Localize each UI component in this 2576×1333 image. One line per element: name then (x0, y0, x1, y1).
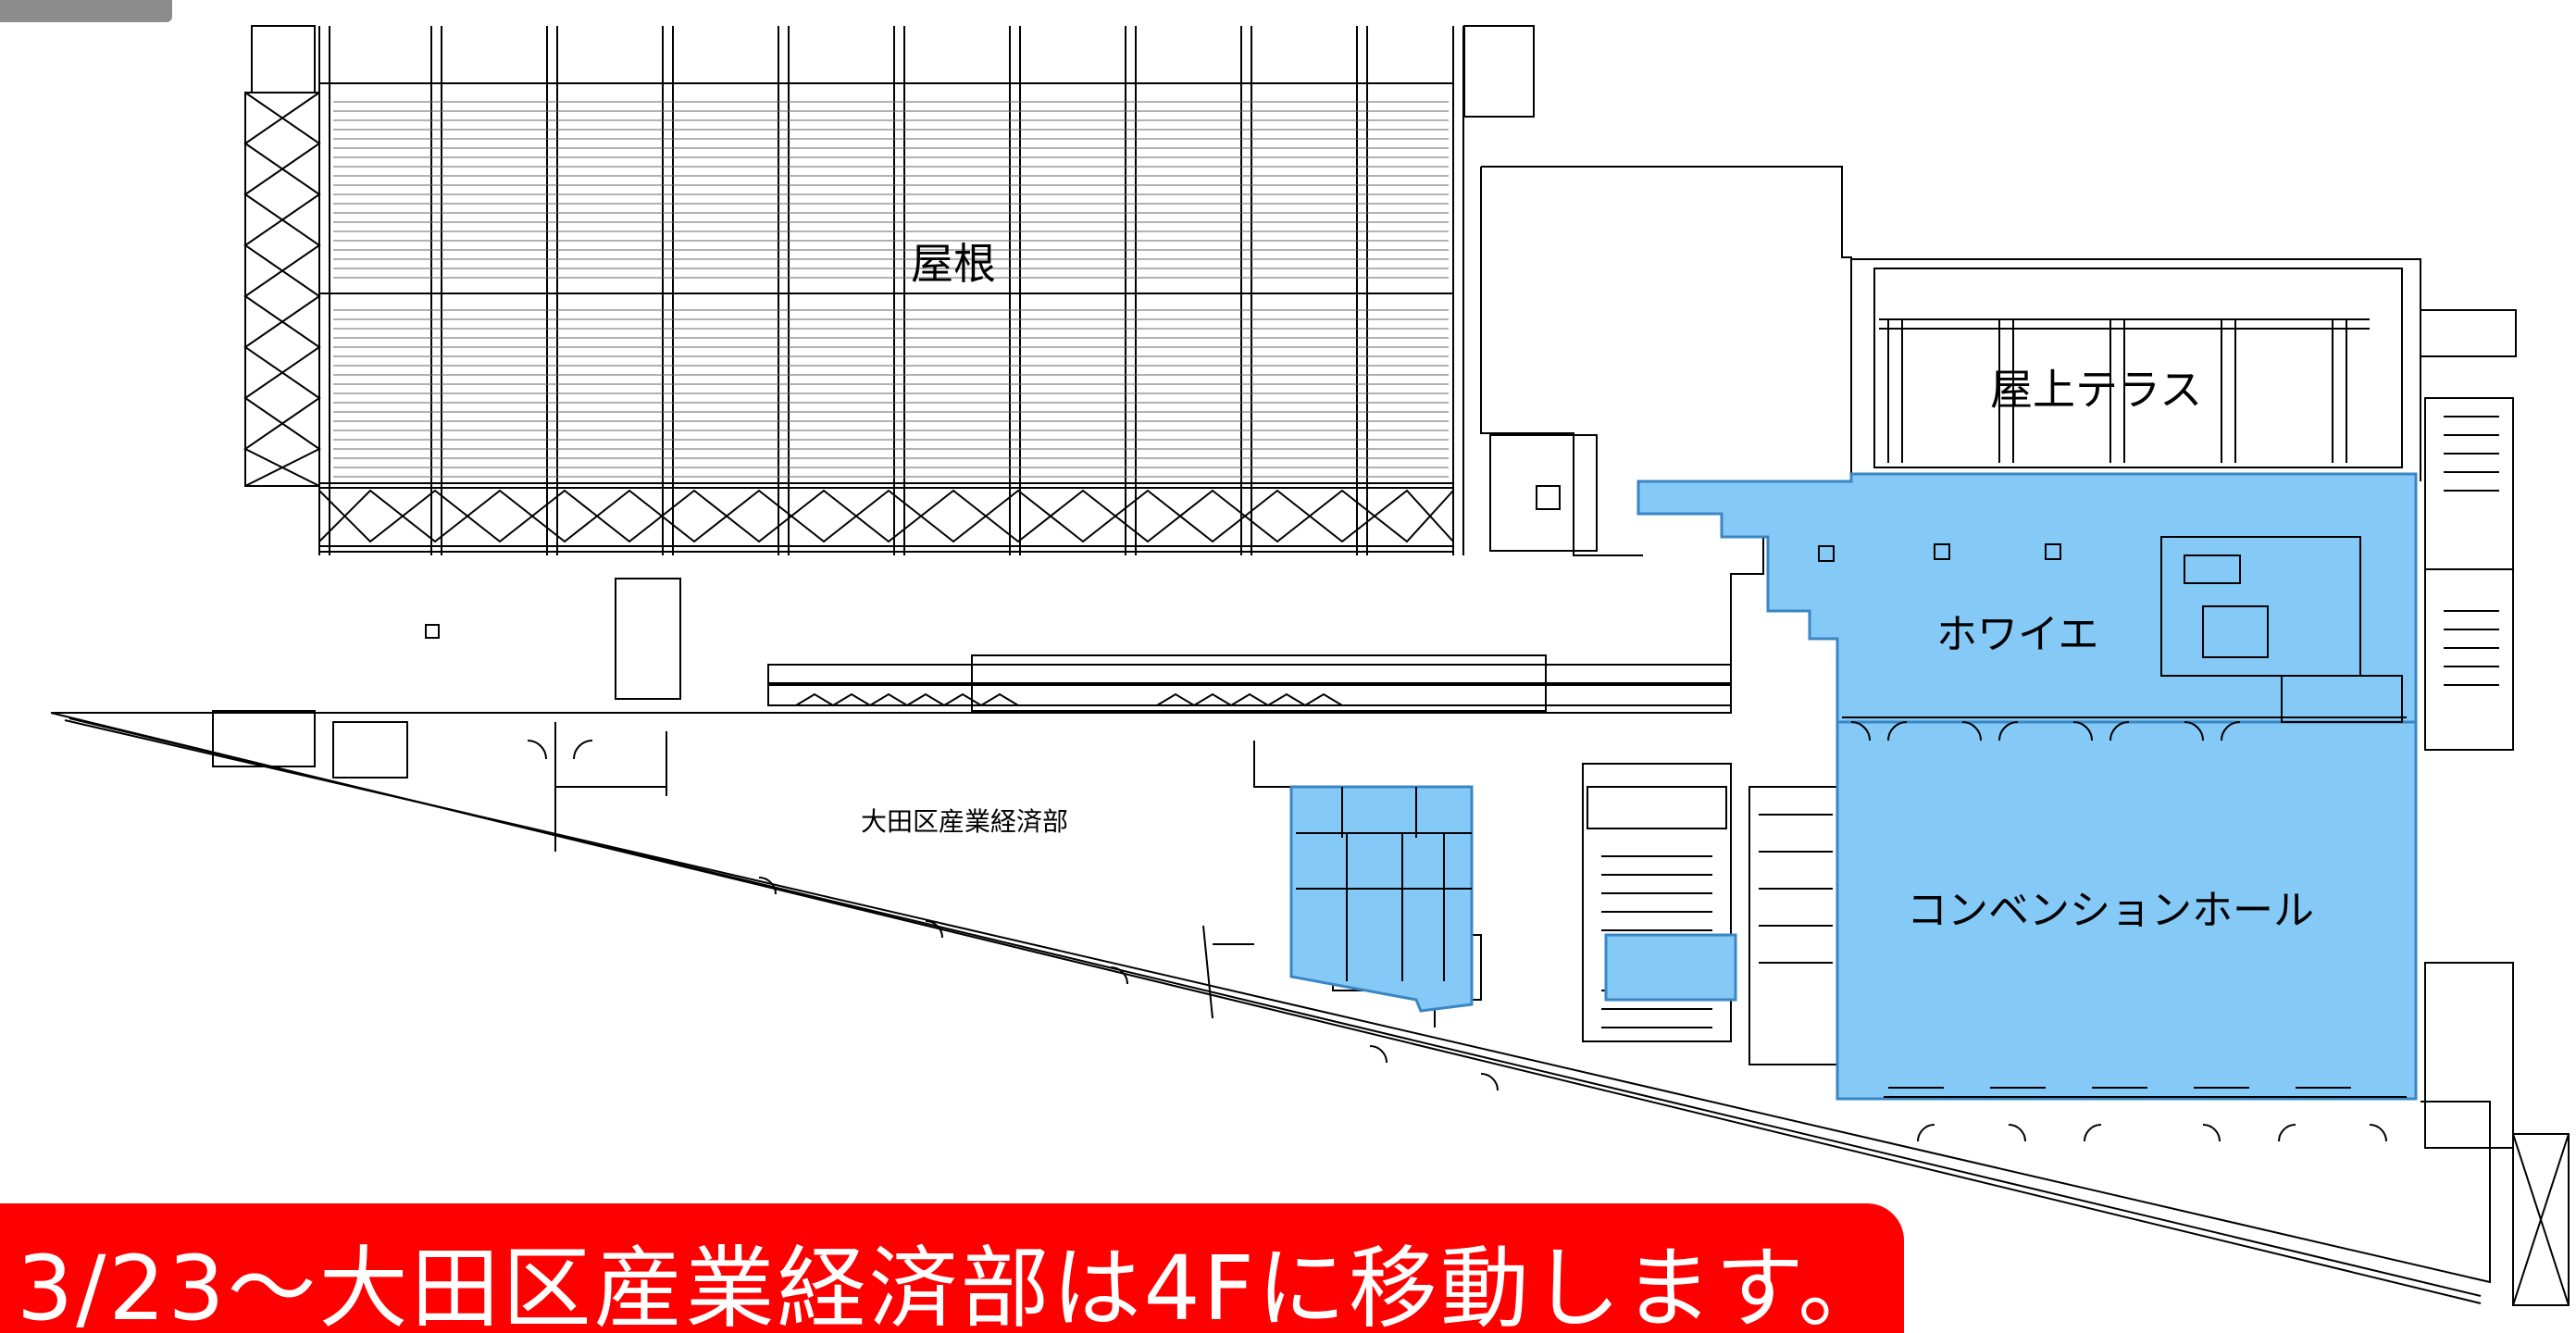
convention-hall-area (1836, 720, 2418, 1101)
notice-banner: 3/23～大田区産業経済部は4Fに移動します。 (0, 1203, 1904, 1333)
industry-dept-label: 大田区産業経済部 (861, 806, 1069, 837)
convention-hall-label: コンベンションホール (1907, 887, 2314, 934)
elevator-lobby-area (1604, 933, 1737, 1002)
middle-block (1480, 166, 2517, 556)
walkway (425, 578, 1732, 712)
notice-text: 3/23～大田区産業経済部は4Fに移動します。 (17, 1237, 1890, 1333)
rooftop-terrace-label: 屋上テラス (1990, 365, 2203, 415)
foyer-label: ホワイエ (1936, 611, 2099, 658)
south-office-area (1289, 785, 1474, 1013)
lower-floor-outline (50, 480, 2491, 1304)
foyer-area (1636, 472, 2418, 724)
floor-badge (0, 0, 172, 22)
roof-label: 屋根 (911, 239, 996, 289)
roof-area (243, 25, 1535, 553)
foyer-details (1296, 536, 2407, 1098)
roof-columns (318, 26, 1464, 555)
roof-ribs (333, 101, 1449, 478)
right-stairs (2424, 397, 2570, 1306)
highlighted-rooms (1289, 472, 2418, 1101)
